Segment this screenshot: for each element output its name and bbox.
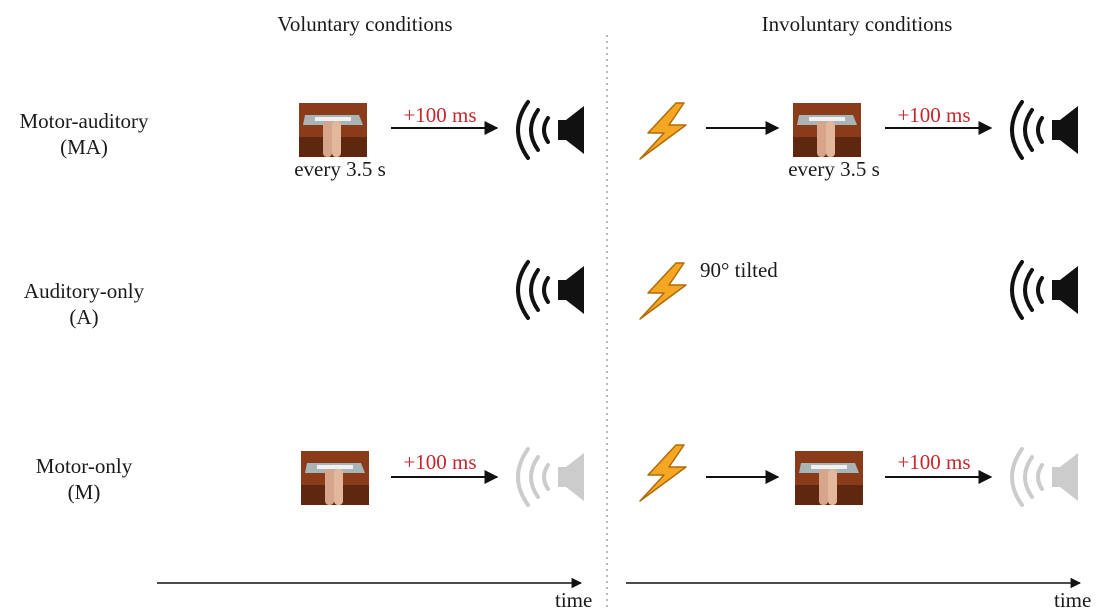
speaker-icon (1008, 254, 1080, 326)
speaker-icon-silent (514, 441, 586, 513)
tilt-label: 90° tilted (700, 258, 778, 282)
arrow (704, 121, 782, 135)
delay-label: +100 ms (897, 450, 971, 474)
interval-label: every 3.5 s (788, 157, 880, 181)
row-label-m-abbr: (M) (67, 480, 101, 504)
time-axis-label: time (555, 588, 593, 612)
arrow (389, 121, 501, 135)
delay-label: +100 ms (403, 103, 477, 127)
speaker-icon (514, 254, 586, 326)
speaker-icon (1008, 94, 1080, 166)
row-label-ma-abbr: (MA) (60, 135, 108, 159)
row-label-ma: Motor-auditory (19, 109, 149, 133)
finger-press-photo (793, 103, 861, 157)
speaker-icon (514, 94, 586, 166)
delay-label: +100 ms (403, 450, 477, 474)
delay-label: +100 ms (897, 103, 971, 127)
arrow (883, 470, 995, 484)
row-label-a-abbr: (A) (69, 305, 99, 329)
column-divider (606, 35, 608, 610)
row-label-m: Motor-only (35, 454, 133, 478)
lightning-bolt-icon (634, 99, 696, 161)
lightning-bolt-icon (634, 441, 696, 503)
lightning-bolt-icon (634, 259, 696, 321)
row-label-a: Auditory-only (23, 279, 145, 303)
time-axis-voluntary (155, 576, 585, 590)
voluntary-header: Voluntary conditions (277, 12, 453, 36)
time-axis-label: time (1054, 588, 1092, 612)
arrow (883, 121, 995, 135)
finger-press-photo (795, 451, 863, 505)
arrow (389, 470, 501, 484)
finger-press-photo (299, 103, 367, 157)
finger-press-photo (301, 451, 369, 505)
time-axis-involuntary (624, 576, 1084, 590)
interval-label: every 3.5 s (294, 157, 386, 181)
arrow (704, 470, 782, 484)
speaker-icon-silent (1008, 441, 1080, 513)
involuntary-header: Involuntary conditions (761, 12, 953, 36)
